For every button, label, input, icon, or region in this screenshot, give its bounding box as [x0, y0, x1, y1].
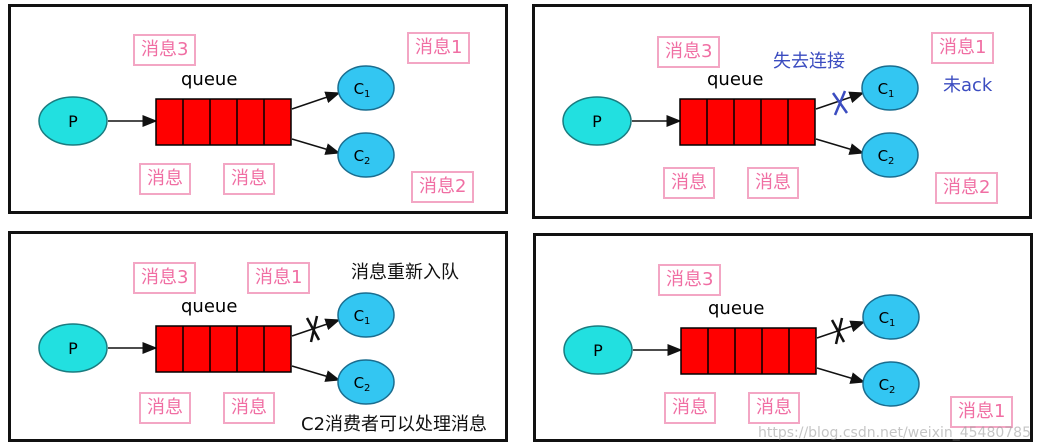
queue-label: queue [707, 69, 764, 90]
lost-connection-note: 失去连接 [773, 51, 845, 72]
queue-box [679, 98, 816, 146]
consumer1-label: C1 [354, 80, 371, 100]
producer-node [38, 323, 108, 373]
queue-label: queue [181, 69, 238, 90]
consumer1-node [861, 65, 919, 111]
consumer1-node [337, 292, 395, 338]
consumer2-label: C2 [354, 147, 371, 167]
consumer1-arrow [291, 91, 341, 110]
consumer1-label: C1 [878, 80, 895, 100]
diagram-canvas: P C1 C2 [38, 65, 395, 178]
consumer2-node [337, 132, 395, 178]
panel-normal: P C1 C2 queue 消息3 消息1 消息 消息 消息2 [8, 4, 508, 214]
consumer2-label: C2 [354, 374, 371, 394]
diagram-canvas: P C1 C2 [562, 65, 919, 178]
c2-process-note: C2消费者可以处理消息 [301, 414, 488, 435]
msg-tag-b: 消息 [748, 392, 800, 424]
msg-tag-1: 消息1 [931, 32, 995, 64]
queue-label: queue [708, 298, 765, 319]
consumer2-arrow [291, 138, 341, 155]
diagram-canvas: P C1 C2 [38, 292, 395, 405]
queue-box [155, 98, 292, 146]
producer-node [38, 96, 108, 146]
watermark: https://blog.csdn.net/weixin_45480785 [757, 425, 1031, 441]
consumer1-node [337, 65, 395, 111]
panel-lost-connection: P C1 C2 queue 消息3 消息1 消息 消息 消息2 失去连接 未ac… [532, 4, 1032, 219]
msg-tag-a: 消息 [663, 167, 715, 199]
msg-tag-2: 消息2 [411, 171, 475, 203]
consumer2-label: C2 [879, 376, 896, 396]
consumer2-node [862, 361, 920, 407]
msg-tag-b: 消息 [747, 167, 799, 199]
queue-box [680, 327, 817, 375]
producer-node [562, 96, 632, 146]
consumer1-node [862, 294, 920, 340]
msg-tag-3: 消息3 [658, 264, 722, 296]
producer-label: P [68, 112, 78, 131]
msg-tag-b: 消息 [223, 392, 275, 424]
producer-label: P [68, 339, 78, 358]
msg-tag-1: 消息1 [950, 396, 1014, 428]
consumer2-label: C2 [878, 147, 895, 167]
producer-label: P [593, 341, 603, 360]
consumer1-label: C1 [879, 309, 896, 329]
queue-label: queue [181, 296, 238, 317]
disconnect-x-icon [305, 315, 321, 343]
panel-requeue: P C1 C2 queue 消息3 消息1 消息 消息 消息重新入队 C2消费者… [8, 231, 508, 442]
no-ack-note: 未ack [943, 75, 993, 96]
msg-tag-b: 消息 [223, 163, 275, 195]
panel-c2-consumed: P C1 C2 queue 消息3 消息 消息 消息1 [533, 233, 1033, 442]
diagram-canvas: P C1 C2 [563, 294, 920, 407]
consumer2-arrow [291, 365, 341, 382]
msg-tag-1: 消息1 [247, 262, 311, 294]
disconnect-x-icon [831, 90, 849, 116]
consumer2-node [337, 359, 395, 405]
consumer2-arrow [816, 367, 866, 384]
msg-tag-3: 消息3 [133, 262, 197, 294]
queue-box [155, 325, 292, 373]
consumer2-arrow [815, 138, 865, 155]
disconnect-x-icon [830, 317, 846, 345]
msg-tag-3: 消息3 [133, 34, 197, 66]
msg-tag-1: 消息1 [407, 32, 471, 64]
requeue-note: 消息重新入队 [351, 262, 459, 283]
consumer2-node [861, 132, 919, 178]
msg-tag-a: 消息 [139, 392, 191, 424]
producer-label: P [592, 112, 602, 131]
msg-tag-3: 消息3 [657, 36, 721, 68]
msg-tag-2: 消息2 [935, 172, 999, 204]
msg-tag-a: 消息 [664, 392, 716, 424]
producer-node [563, 325, 633, 375]
consumer1-label: C1 [354, 307, 371, 327]
msg-tag-a: 消息 [139, 163, 191, 195]
